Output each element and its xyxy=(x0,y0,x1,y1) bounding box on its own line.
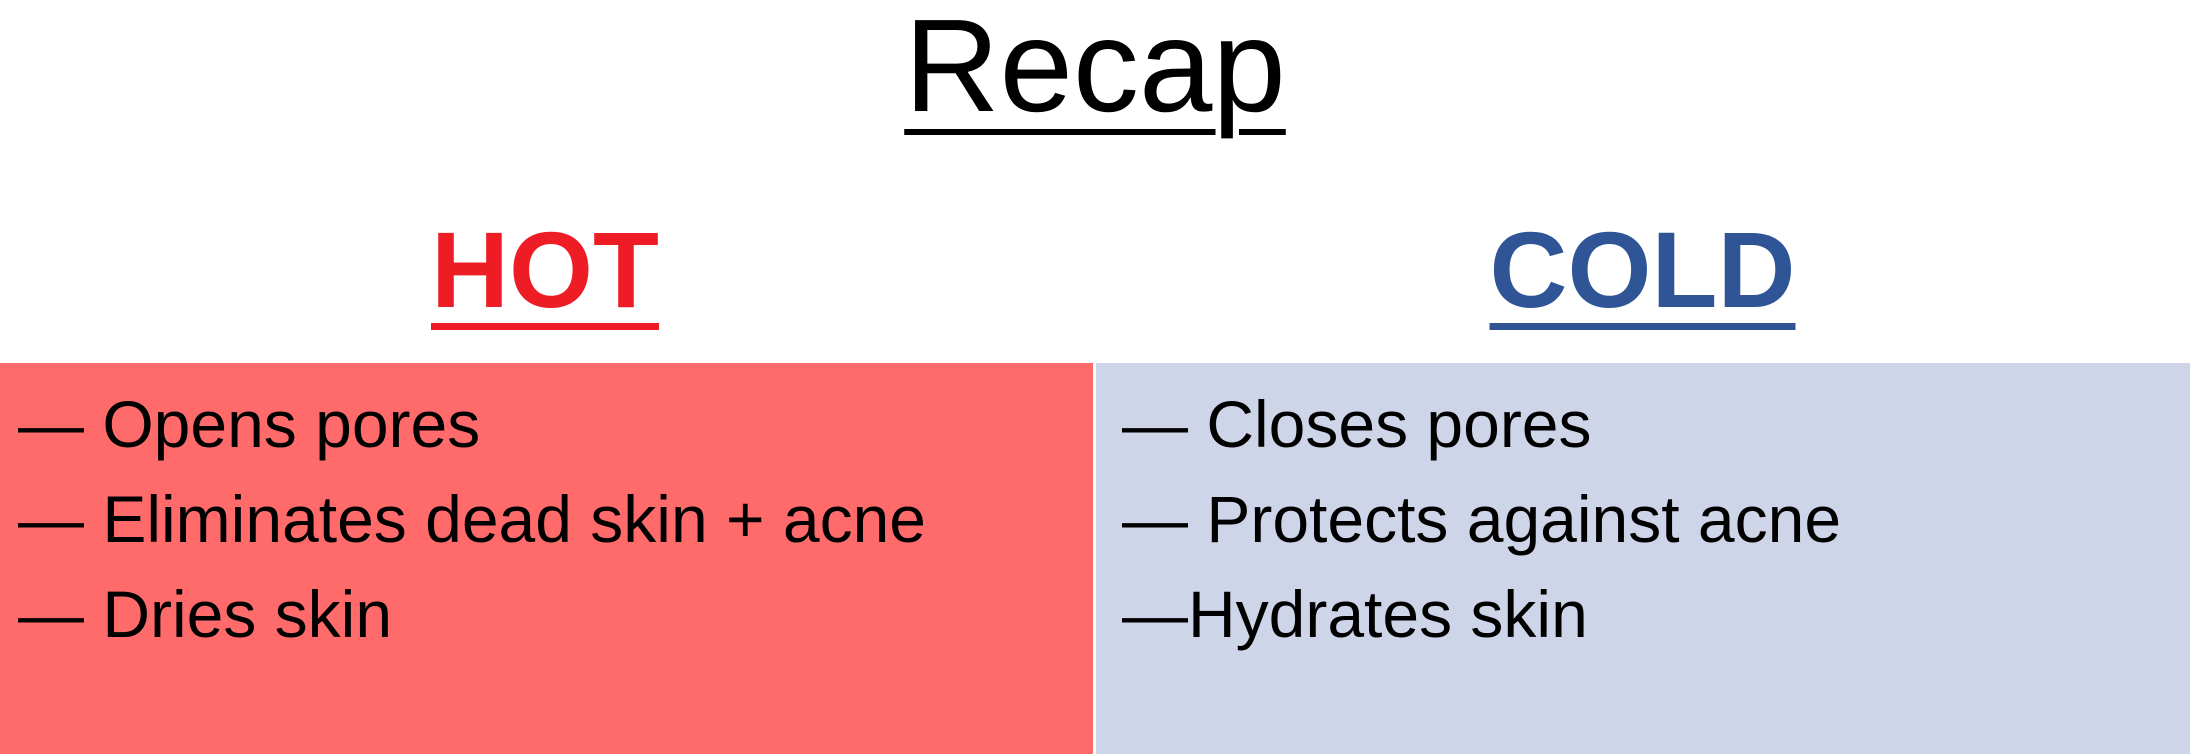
cold-list: — Closes pores — Protects against acne —… xyxy=(1122,377,1841,662)
hot-heading: HOT xyxy=(0,205,1090,335)
hot-list-item: — Eliminates dead skin + acne xyxy=(18,482,926,556)
cold-panel: — Closes pores — Protects against acne —… xyxy=(1096,363,2190,754)
hot-list: — Opens pores — Eliminates dead skin + a… xyxy=(18,377,926,662)
slide-title: Recap xyxy=(0,0,2190,146)
cold-list-item: — Protects against acne xyxy=(1122,482,1842,556)
cold-heading: COLD xyxy=(1095,205,2190,335)
cold-heading-text: COLD xyxy=(1489,209,1796,330)
slide-title-text: Recap xyxy=(904,0,1286,139)
hot-list-item: — Dries skin xyxy=(18,577,393,651)
hot-list-item: — Opens pores xyxy=(18,387,481,461)
hot-heading-text: HOT xyxy=(431,209,659,330)
cold-list-item: — Closes pores xyxy=(1122,387,1592,461)
cold-list-item: —Hydrates skin xyxy=(1122,577,1588,651)
panel-divider xyxy=(1093,363,1096,754)
hot-panel: — Opens pores — Eliminates dead skin + a… xyxy=(0,363,1093,754)
